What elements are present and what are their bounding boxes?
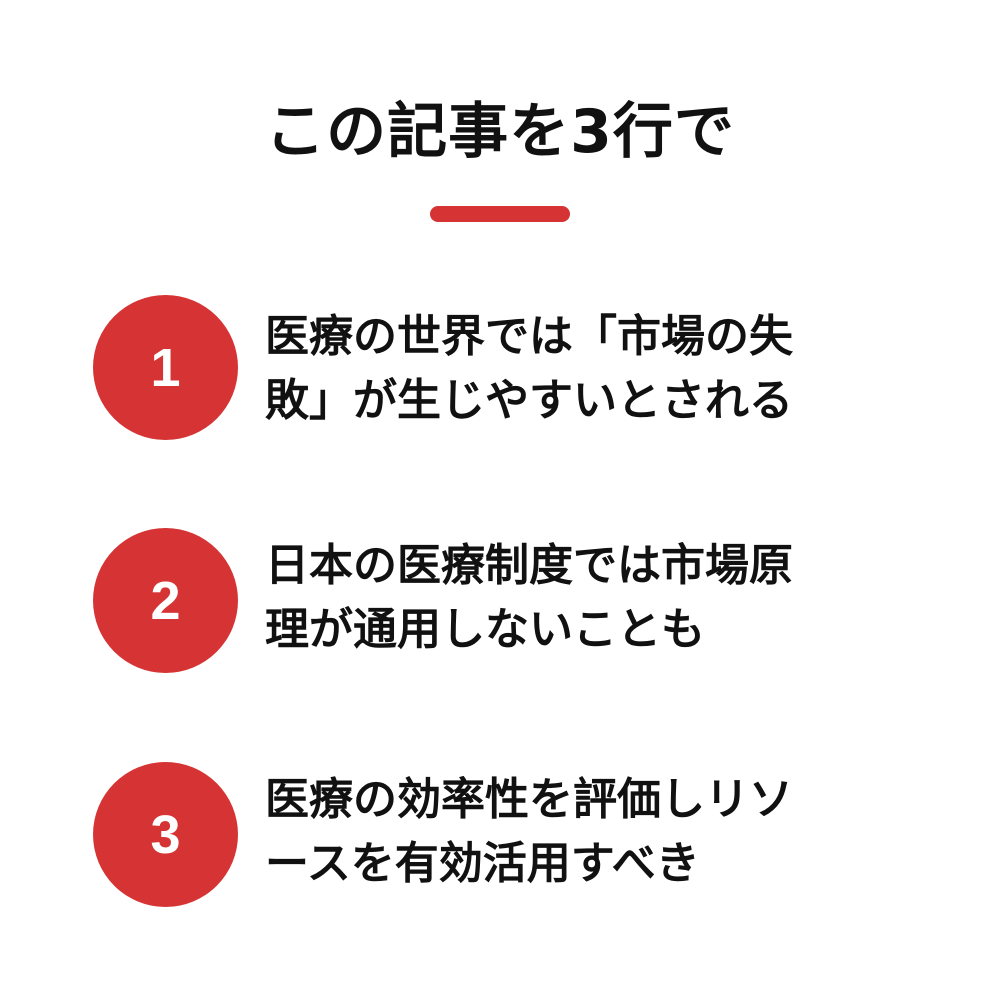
title-underline bbox=[430, 206, 570, 222]
summary-text-3-line-1: 医療の効率性を評価しリソ bbox=[265, 774, 793, 825]
number-badge-2: 2 bbox=[93, 528, 238, 673]
summary-text-1-line-2: 敗」が生じやすいとされる bbox=[265, 375, 793, 426]
summary-item-2: 2 日本の医療制度では市場原 理が通用しないことも bbox=[0, 528, 1000, 708]
summary-item-1: 1 医療の世界では「市場の失 敗」が生じやすいとされる bbox=[0, 295, 1000, 475]
number-badge-3: 3 bbox=[93, 762, 238, 907]
page-title: この記事を3行で bbox=[265, 97, 735, 167]
summary-text-2-line-2: 理が通用しないことも bbox=[265, 604, 705, 655]
summary-text-3: 医療の効率性を評価しリソ ースを有効活用すべき bbox=[265, 768, 915, 896]
summary-text-2-line-1: 日本の医療制度では市場原 bbox=[265, 540, 793, 591]
number-badge-1: 1 bbox=[93, 295, 238, 440]
summary-text-1-line-1: 医療の世界では「市場の失 bbox=[265, 311, 793, 362]
summary-text-1: 医療の世界では「市場の失 敗」が生じやすいとされる bbox=[265, 305, 915, 433]
summary-text-3-line-2: ースを有効活用すべき bbox=[265, 838, 700, 889]
summary-text-2: 日本の医療制度では市場原 理が通用しないことも bbox=[265, 534, 915, 662]
summary-item-3: 3 医療の効率性を評価しリソ ースを有効活用すべき bbox=[0, 762, 1000, 942]
